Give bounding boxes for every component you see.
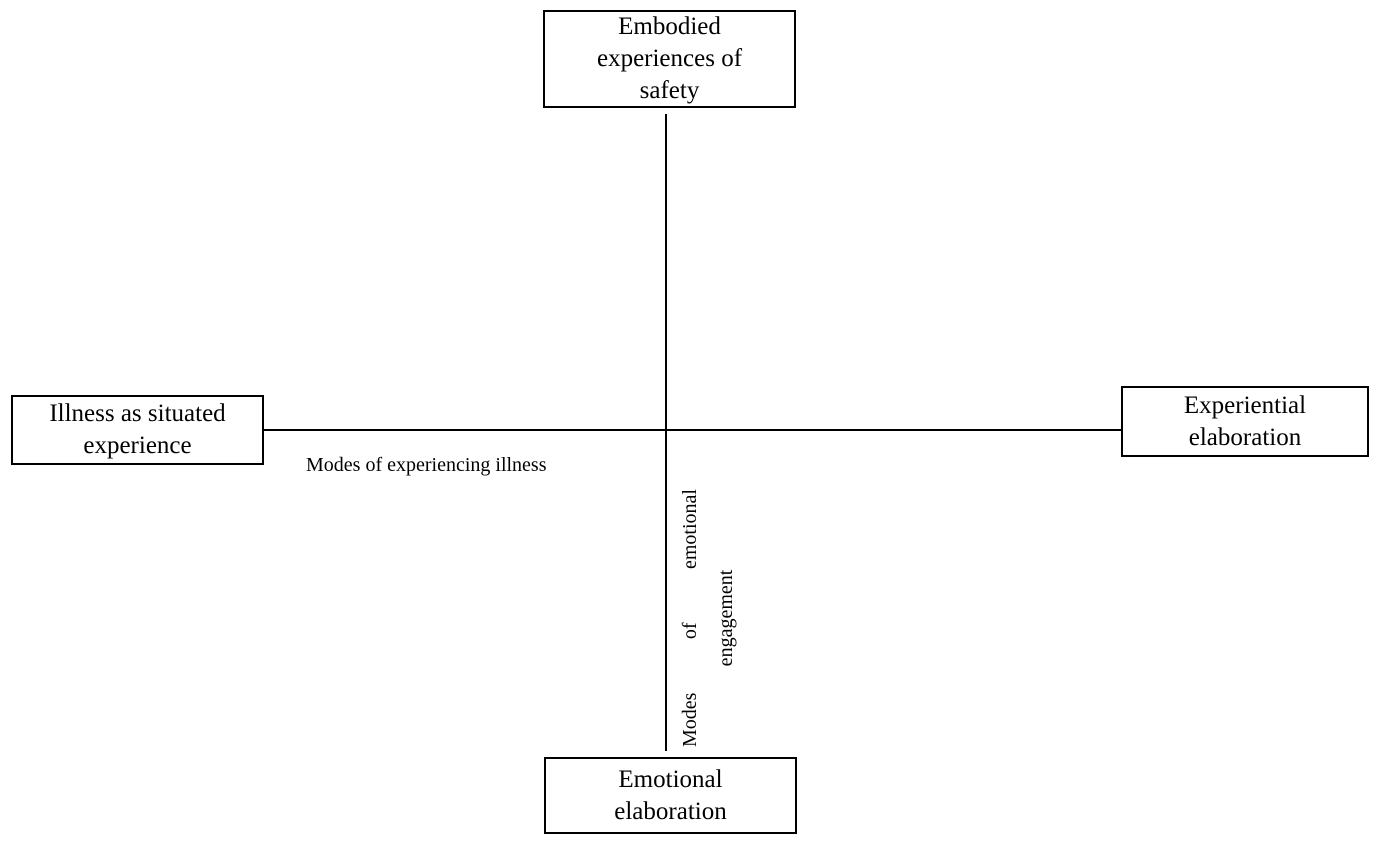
emotional-elaboration-box: Emotional elaboration (544, 757, 797, 834)
vertical-axis-line (665, 114, 667, 751)
left-box-line-1: Illness as situated (49, 400, 226, 427)
left-box-line-2: experience (83, 432, 192, 459)
experiential-elaboration-box: Experiential elaboration (1121, 386, 1369, 457)
top-box-line-1: Embodied (618, 13, 721, 40)
vertical-axis-label-row-1: Modes of emotional (672, 489, 708, 747)
vertical-axis-word-of: of (679, 622, 701, 640)
horizontal-axis-line (262, 429, 1123, 431)
bottom-box-line-2: elaboration (614, 797, 727, 825)
top-box-line-3: safety (639, 77, 700, 104)
embodied-safety-box: Embodied experiences of safety (543, 10, 796, 108)
vertical-axis-word-modes: Modes (679, 692, 701, 747)
vertical-axis-label-row-2: engagement (715, 569, 737, 667)
right-box-line-1: Experiential (1183, 391, 1307, 419)
bottom-box-line-1: Emotional (618, 765, 723, 793)
vertical-axis-word-emotional: emotional (679, 489, 701, 569)
illness-situated-experience-box: Illness as situated experience (11, 395, 264, 465)
top-box-line-2: experiences of (596, 45, 743, 72)
horizontal-axis-label: Modes of experiencing illness (306, 454, 547, 476)
right-box-line-2: elaboration (1188, 423, 1302, 451)
vertical-axis-label: Modes of emotional engagement (672, 489, 744, 747)
